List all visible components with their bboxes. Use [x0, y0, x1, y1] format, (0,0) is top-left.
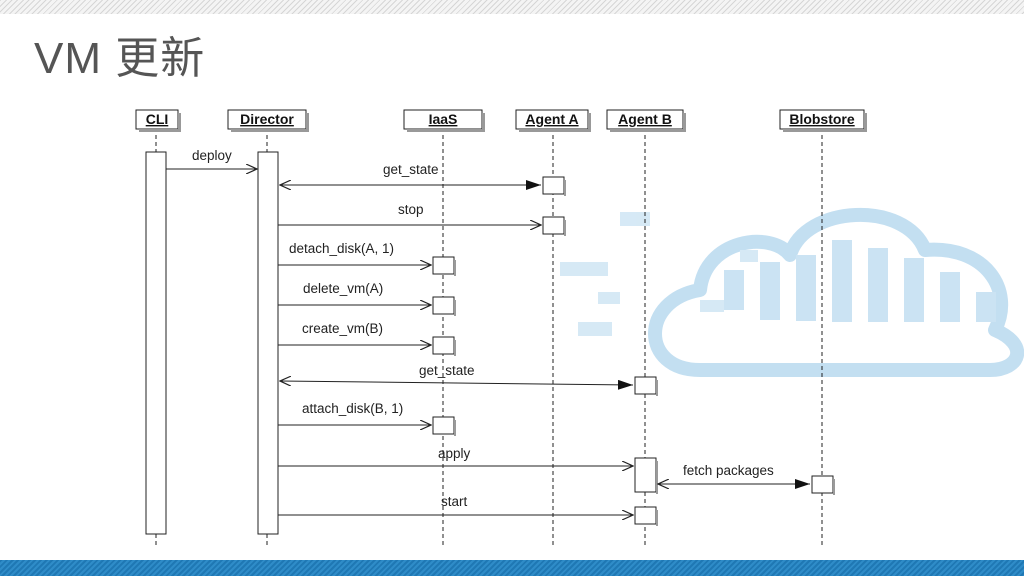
message-label-get-state-b: get_state [419, 363, 475, 378]
actor-label-cli: CLI [146, 111, 169, 127]
activation-iaas-4 [432, 416, 455, 435]
activation-agent-a-1 [542, 176, 565, 195]
activation-agent-b-1 [634, 376, 657, 395]
message-label-detach-disk: detach_disk(A, 1) [289, 241, 394, 256]
actor-label-blobstore: Blobstore [789, 111, 855, 127]
message-label-attach-disk: attach_disk(B, 1) [302, 401, 403, 416]
top-stripe [0, 0, 1024, 14]
message-label-delete-vm: delete_vm(A) [303, 281, 383, 296]
activation-cli [145, 151, 167, 535]
message-label-get-state-a: get_state [383, 162, 439, 177]
actor-director: Director [227, 109, 309, 132]
message-arrow-get-state-b [280, 381, 634, 385]
activation-agent-a-2 [542, 216, 565, 235]
activation-iaas-1 [432, 256, 455, 275]
cloud-watermark-icon [560, 207, 1024, 377]
actor-agent-a: Agent A [515, 109, 591, 132]
bottom-accent-bar [0, 560, 1024, 576]
message-label-deploy: deploy [192, 148, 232, 163]
actor-agent-b: Agent B [606, 109, 686, 132]
actor-label-agent-b: Agent B [618, 111, 672, 127]
message-label-create-vm: create_vm(B) [302, 321, 383, 336]
message-label-apply: apply [438, 446, 471, 461]
message-label-start: start [441, 494, 468, 509]
activation-director [257, 151, 279, 535]
activation-iaas-3 [432, 336, 455, 355]
actor-label-director: Director [240, 111, 294, 127]
actor-iaas: IaaS [403, 109, 485, 132]
actor-cli: CLI [135, 109, 181, 132]
message-label-stop: stop [398, 202, 424, 217]
message-label-fetch-packages: fetch packages [683, 463, 774, 478]
actor-label-agent-a: Agent A [525, 111, 578, 127]
slide-title: VM 更新 [34, 34, 206, 83]
activation-blobstore [811, 475, 834, 494]
activation-agent-b-3 [634, 506, 657, 525]
actor-blobstore: Blobstore [779, 109, 867, 132]
activation-iaas-2 [432, 296, 455, 315]
activation-agent-b-2 [634, 457, 657, 493]
actor-label-iaas: IaaS [429, 111, 458, 127]
